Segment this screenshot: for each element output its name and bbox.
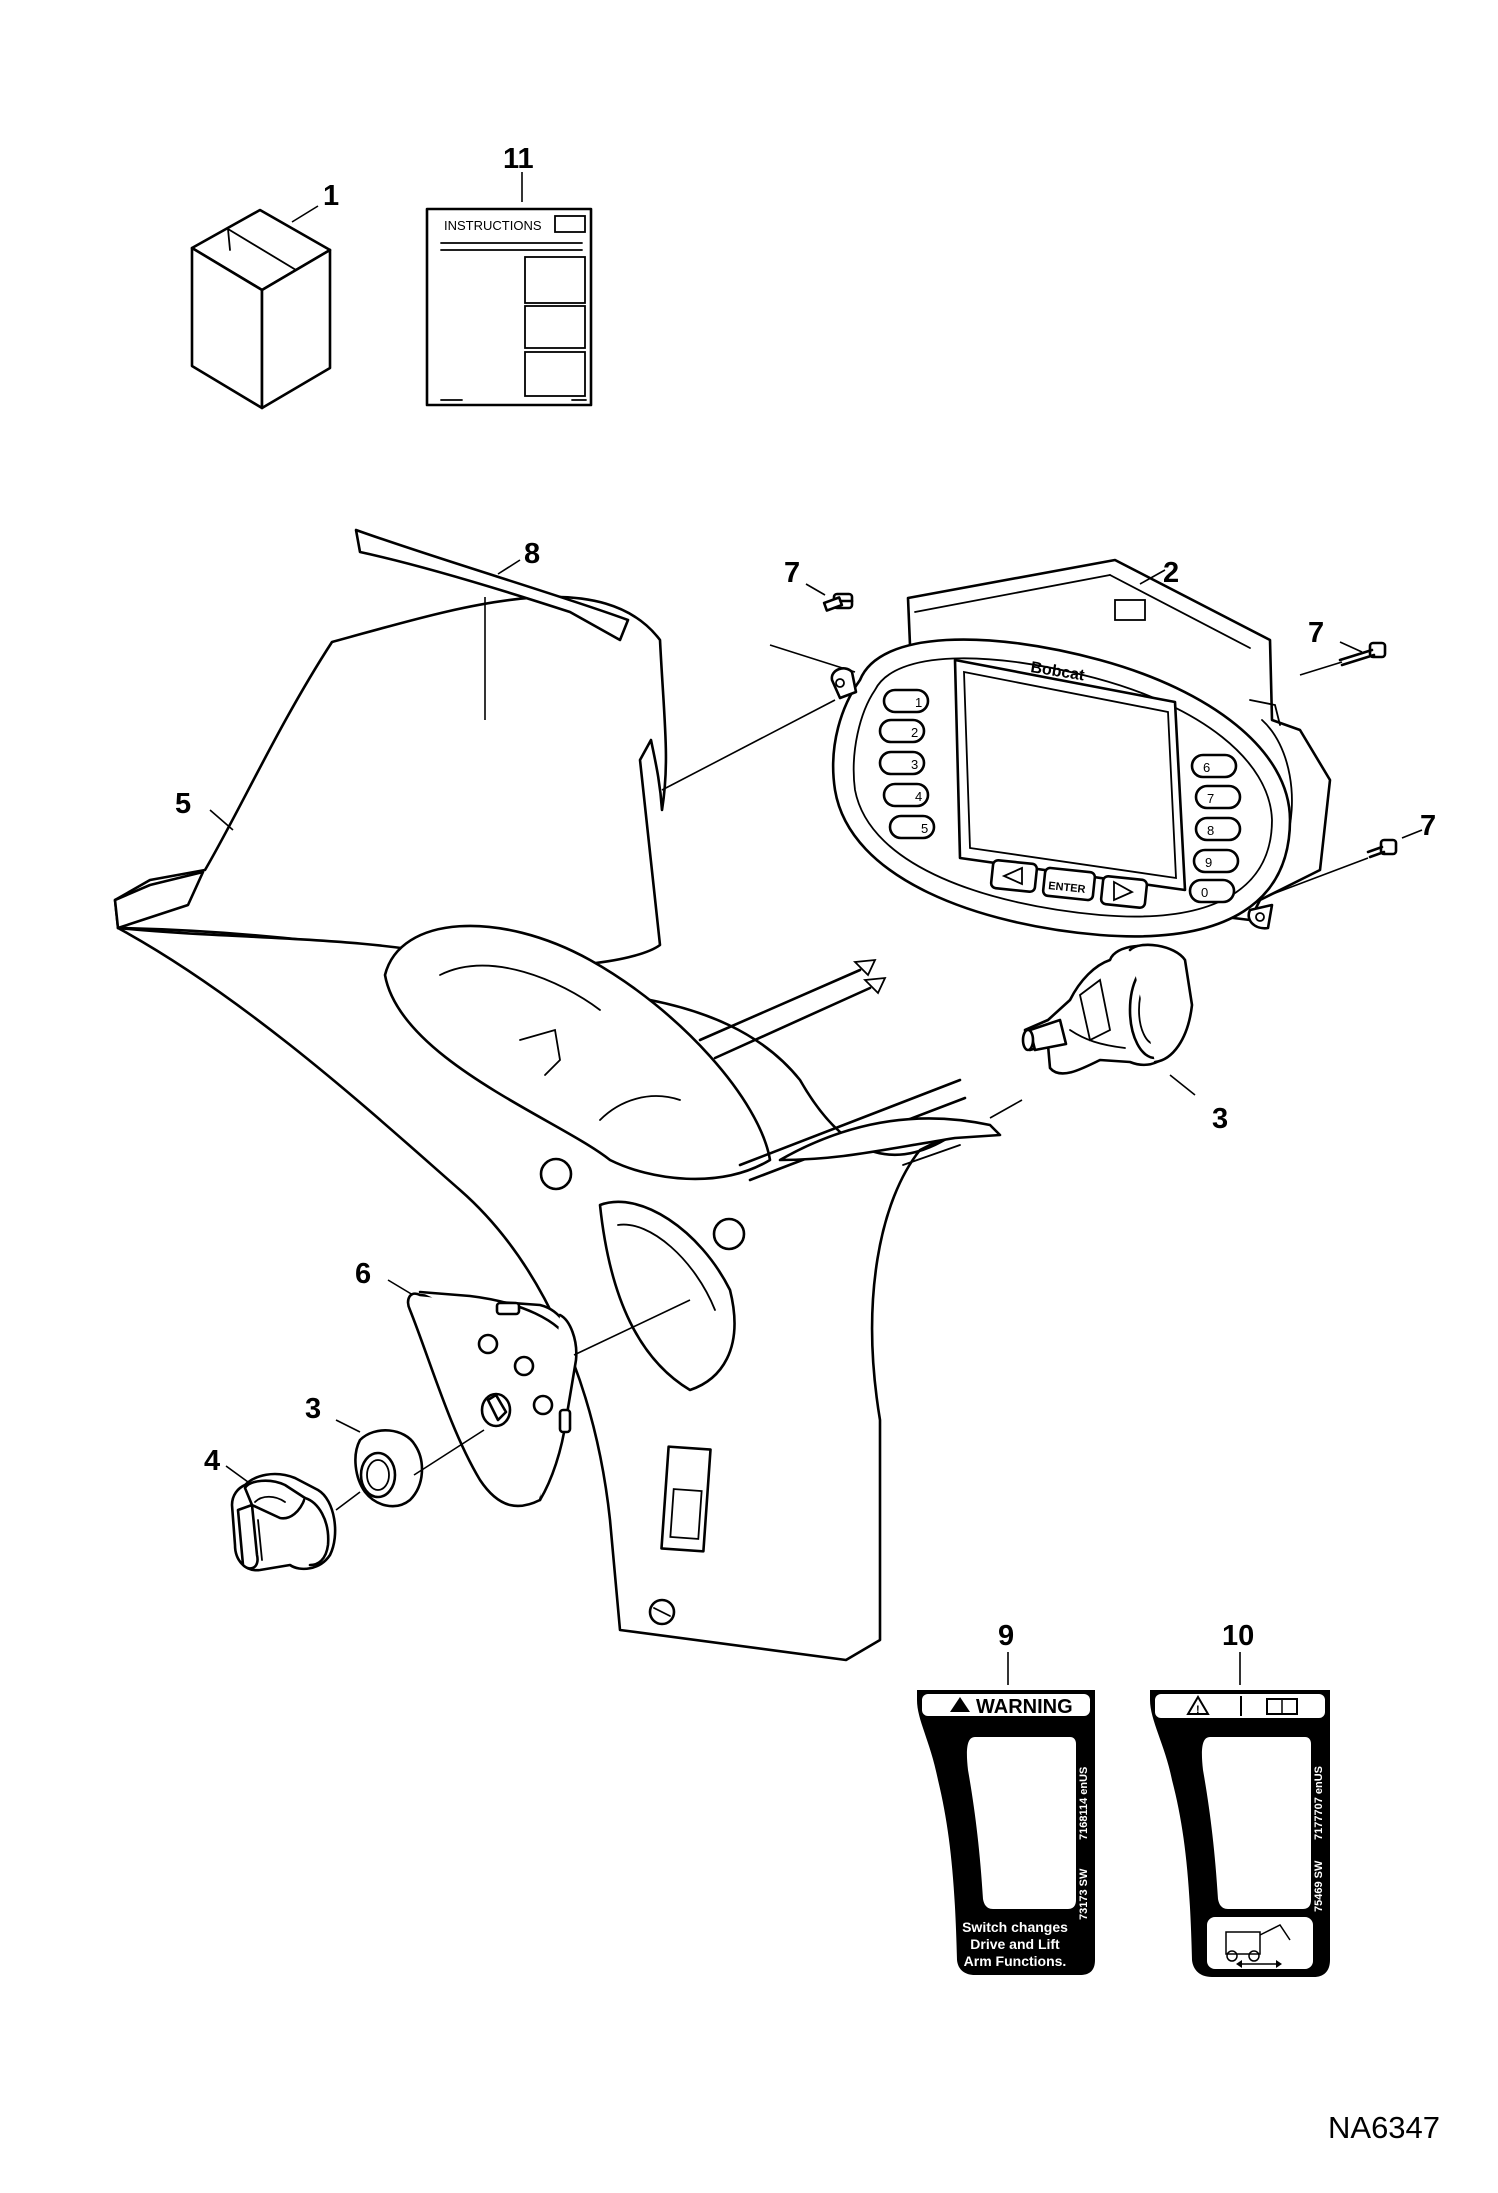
leader-3a2 [989, 1099, 1023, 1119]
callout-11: 11 [503, 143, 534, 175]
callout-8: 8 [524, 538, 540, 570]
svg-text:6: 6 [1203, 760, 1210, 775]
warning-triangle-icon [1186, 1695, 1210, 1715]
leader-6b [573, 1299, 691, 1356]
leader-3b [335, 1419, 361, 1433]
symbols-decal-part-top: 7177707 enUS [1313, 1766, 1325, 1840]
item-9-warning-decal: WARNING 7168114 enUS 73173 SW Switch cha… [917, 1690, 1095, 1975]
warning-decal-header: WARNING [976, 1696, 1073, 1718]
item-7-screw-c [1366, 838, 1398, 859]
display-right-keys: 6 7 8 9 0 [1188, 753, 1242, 904]
callout-7b: 7 [1308, 617, 1324, 649]
callout-4: 4 [204, 1445, 220, 1477]
leader-7b2 [1299, 661, 1343, 676]
display-enter-label: ENTER [1048, 880, 1086, 896]
symbols-decal-window [1201, 1737, 1311, 1909]
callout-10: 10 [1222, 1620, 1254, 1652]
leader-1 [291, 205, 319, 223]
leader-2c [661, 699, 836, 791]
leader-4 [225, 1465, 249, 1483]
item-2-display: Bobcat 1 2 3 4 5 6 7 8 9 0 [830, 558, 1332, 938]
svg-text:5: 5 [921, 821, 928, 836]
warning-decal-msg-1: Switch changes [962, 1919, 1068, 1935]
svg-text:7: 7 [1207, 791, 1214, 806]
item-10-symbols-decal: ! 7177707 enUS 75469 SW [1150, 1690, 1330, 1977]
leader-2 [1139, 569, 1166, 585]
leader-4b [335, 1491, 361, 1511]
svg-text:3: 3 [911, 757, 918, 772]
item-3-collar [354, 1429, 424, 1508]
item-11-instructions: INSTRUCTIONS [425, 207, 593, 407]
display-bottom-buttons: ENTER [989, 858, 1149, 910]
callout-9: 9 [998, 1620, 1014, 1652]
warning-decal-window [966, 1737, 1076, 1909]
item-6-plate [406, 1290, 578, 1508]
callout-2: 2 [1163, 557, 1179, 589]
warning-decal-msg-3: Arm Functions. [964, 1953, 1067, 1969]
display-left-keys: 1 2 3 4 5 [878, 688, 936, 840]
leader-8b [497, 559, 521, 575]
svg-text:8: 8 [1207, 823, 1214, 838]
figure-reference: NA6347 [1328, 2110, 1440, 2145]
item-7-screw-b [1338, 641, 1387, 667]
callout-1: 1 [323, 180, 339, 212]
leader-7c2 [1269, 857, 1369, 896]
item-8-strip [354, 528, 630, 642]
symbols-decal-part-bottom: 75469 SW [1313, 1860, 1325, 1912]
item-1-box [190, 208, 332, 410]
callout-7c: 7 [1420, 810, 1436, 842]
svg-text:1: 1 [915, 695, 922, 710]
callout-7a: 7 [784, 557, 800, 589]
svg-text:9: 9 [1205, 855, 1212, 870]
leader-3b-2 [413, 1429, 485, 1476]
book-icon [554, 215, 586, 233]
warning-decal-part-top: 7168114 enUS [1078, 1767, 1090, 1840]
item-5-panel [113, 595, 1002, 1662]
item-7-screw-a [822, 592, 854, 612]
item-4-knob [230, 1472, 337, 1572]
leader-3a [1169, 1074, 1196, 1096]
warning-decal-part-bottom: 73173 SW [1078, 1868, 1090, 1920]
svg-text:2: 2 [911, 725, 918, 740]
leader-7c [1401, 829, 1423, 839]
instructions-title: INSTRUCTIONS [444, 218, 542, 233]
callout-5: 5 [175, 788, 191, 820]
svg-text:!: ! [1196, 1704, 1200, 1716]
warning-decal-msg-2: Drive and Lift [970, 1936, 1060, 1952]
leader-7a [805, 583, 826, 596]
leader-5 [209, 809, 234, 831]
item-3-rotary-switch [1021, 943, 1194, 1075]
svg-text:0: 0 [1201, 885, 1208, 900]
leader-6 [387, 1279, 414, 1296]
callout-3a: 3 [1212, 1103, 1228, 1135]
callout-3b: 3 [305, 1393, 321, 1425]
svg-text:4: 4 [915, 789, 922, 804]
leader-2b [769, 644, 856, 673]
leader-7b [1339, 641, 1363, 653]
callout-6: 6 [355, 1258, 371, 1290]
